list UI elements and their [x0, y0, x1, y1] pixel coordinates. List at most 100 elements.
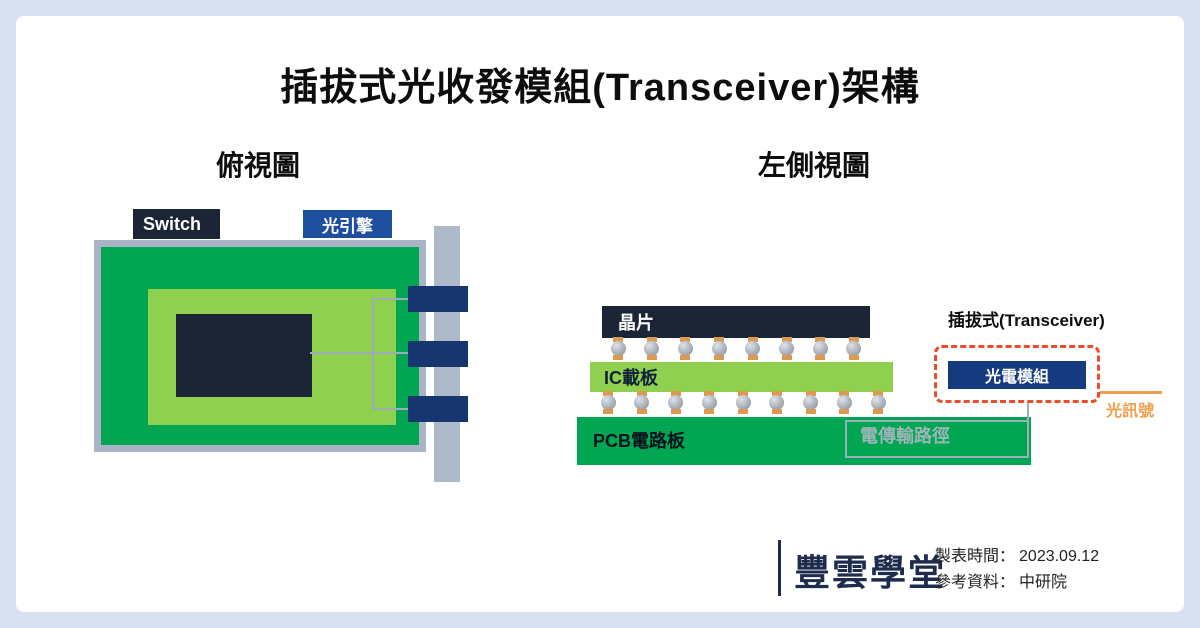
ic-substrate-label: IC載板: [604, 368, 658, 388]
solder-ball: [701, 391, 717, 418]
solder-sphere: [634, 395, 650, 410]
date-value: 2023.09.12: [1019, 548, 1100, 565]
side-view-heading: 左側視圖: [758, 150, 871, 181]
trace-line-vertical: [372, 298, 374, 410]
transceiver-label: 插拔式(Transceiver): [948, 311, 1105, 330]
pcb-label: PCB電路板: [593, 431, 686, 451]
footer-meta: 製表時間：2023.09.12 參考資料：中研院: [935, 544, 1099, 596]
solder-sphere: [870, 395, 886, 410]
solder-sphere: [812, 341, 828, 356]
solder-pad-bottom: [848, 355, 859, 360]
port-connector-1: [408, 286, 468, 312]
solder-ball: [779, 337, 795, 363]
source-row: 參考資料：中研院: [935, 570, 1099, 596]
optical-module-box: 光電模組: [948, 361, 1086, 389]
chip-die: [176, 314, 312, 397]
solder-pad-bottom: [680, 355, 691, 360]
optical-engine-label: 光引擎: [303, 210, 392, 238]
solder-pad-bottom: [603, 409, 613, 414]
solder-pad-top: [704, 391, 715, 396]
bga-row-lower: [600, 391, 886, 418]
solder-pad-bottom: [670, 409, 681, 414]
solder-pad-top: [747, 337, 758, 342]
solder-sphere: [600, 395, 616, 410]
solder-pad-bottom: [815, 355, 826, 360]
electrical-path-label: 電傳輸路徑: [860, 426, 950, 446]
solder-ball: [668, 391, 684, 418]
solder-pad-bottom: [873, 409, 883, 414]
solder-pad-top: [848, 337, 859, 342]
solder-ball: [846, 337, 862, 363]
solder-sphere: [836, 395, 852, 410]
solder-pad-top: [738, 391, 748, 396]
solder-sphere: [846, 341, 862, 356]
solder-ball: [836, 391, 852, 418]
solder-ball: [677, 337, 693, 363]
solder-pad-top: [781, 337, 792, 342]
solder-ball: [610, 337, 626, 363]
solder-sphere: [701, 395, 717, 410]
solder-ball: [600, 391, 616, 418]
solder-pad-bottom: [839, 409, 850, 414]
solder-pad-bottom: [704, 409, 715, 414]
port-connector-2: [408, 341, 468, 367]
top-view-heading: 俯視圖: [216, 150, 301, 181]
solder-pad-top: [613, 337, 623, 342]
solder-sphere: [668, 395, 683, 410]
solder-pad-top: [680, 337, 691, 342]
brand-logo: 豐雲學堂: [794, 552, 947, 593]
solder-pad-top: [873, 391, 883, 396]
solder-ball: [769, 391, 785, 418]
solder-pad-top: [839, 391, 850, 396]
solder-pad-bottom: [738, 409, 748, 414]
solder-ball: [803, 391, 819, 418]
solder-pad-bottom: [714, 355, 725, 360]
solder-sphere: [779, 341, 795, 356]
content-card: 插拔式光收發模組(Transceiver)架構 俯視圖 左側視圖 Switch …: [16, 16, 1184, 612]
solder-pad-bottom: [613, 355, 623, 360]
solder-ball: [745, 337, 761, 363]
transceiver-dashed-outline: 光電模組: [934, 345, 1100, 403]
solder-ball: [735, 391, 751, 418]
solder-pad-bottom: [805, 409, 816, 414]
chip-bar: 晶片: [602, 306, 870, 338]
date-row: 製表時間：2023.09.12: [935, 544, 1099, 570]
solder-ball: [870, 391, 886, 418]
solder-pad-top: [646, 337, 657, 342]
solder-pad-top: [815, 337, 826, 342]
switch-label: Switch: [133, 209, 220, 239]
chip-label: 晶片: [618, 313, 654, 333]
solder-sphere: [745, 341, 761, 356]
solder-pad-top: [670, 391, 681, 396]
optical-signal-label: 光訊號: [1106, 403, 1155, 420]
port-connector-3: [408, 396, 468, 422]
solder-pad-bottom: [646, 355, 657, 360]
trace-stub-bottom: [372, 408, 410, 410]
electrical-path-outline: [845, 420, 1029, 458]
solder-pad-top: [714, 337, 725, 342]
solder-ball: [812, 337, 828, 363]
trace-line-horizontal: [310, 352, 374, 354]
solder-sphere: [769, 395, 785, 410]
solder-sphere: [803, 395, 818, 410]
footer-divider: [778, 540, 781, 596]
date-label: 製表時間：: [935, 548, 1016, 565]
optical-engine-area: [148, 289, 396, 425]
solder-sphere: [677, 341, 693, 356]
solder-pad-top: [603, 391, 613, 396]
solder-sphere: [735, 395, 751, 410]
solder-sphere: [610, 341, 626, 356]
solder-pad-bottom: [771, 409, 782, 414]
optical-signal-line: [1100, 391, 1162, 394]
solder-pad-bottom: [747, 355, 758, 360]
solder-pad-top: [636, 391, 647, 396]
solder-sphere: [711, 341, 727, 356]
solder-pad-top: [771, 391, 782, 396]
source-value: 中研院: [1019, 574, 1068, 591]
bga-row-upper: [610, 337, 862, 363]
solder-ball: [644, 337, 660, 363]
solder-sphere: [644, 341, 660, 356]
solder-ball: [634, 391, 650, 418]
page-title: 插拔式光收發模組(Transceiver)架構: [280, 67, 920, 109]
